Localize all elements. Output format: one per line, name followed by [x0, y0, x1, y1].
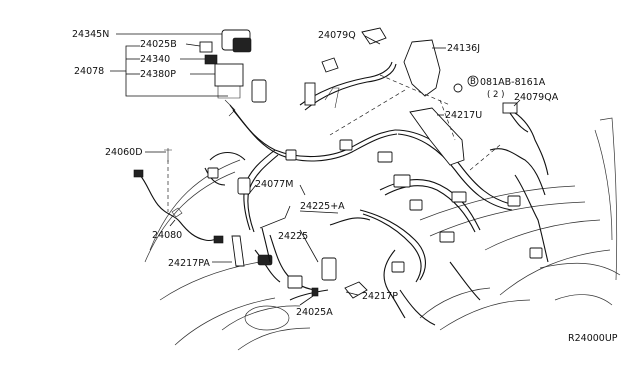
- label-24217PA: 24217PA: [168, 258, 210, 269]
- fuse-holder-24340: [204, 54, 218, 65]
- bracket-24136J: [403, 39, 441, 97]
- label-24079Q: 24079Q: [318, 30, 356, 41]
- relay-body: [232, 37, 252, 53]
- label-24060D: 24060D: [105, 147, 143, 158]
- bracket-24217P: [344, 281, 368, 299]
- label-bolt-qty: ( 2 ): [487, 90, 504, 100]
- vehicle-body-outline: [144, 117, 621, 351]
- bracket-24217PA: [231, 235, 245, 267]
- label-24217P: 24217P: [362, 291, 398, 302]
- bolt-24060D: [164, 148, 172, 162]
- connector-24079Q: [361, 27, 387, 45]
- fuse-block-assembly: [199, 29, 267, 117]
- connector-24225: [321, 257, 337, 281]
- bolt-symbol-icon: [467, 75, 479, 87]
- label-24225: 24225: [278, 231, 308, 242]
- bolt-callout: B 081AB-8161A ( 2 ): [467, 75, 546, 100]
- relay-clip: [304, 82, 316, 106]
- label-24025A: 24025A: [296, 307, 333, 318]
- label-24136J: 24136J: [447, 43, 480, 54]
- reference-lines: [167, 74, 501, 212]
- fuse-24025A: [311, 287, 319, 297]
- diagram-ref-code: R24000UP: [568, 333, 618, 344]
- connector-block: [251, 79, 267, 103]
- connector-24079QA: [502, 102, 518, 114]
- sensor-connector-end: [213, 235, 224, 244]
- label-24079QA: 24079QA: [514, 92, 559, 103]
- fuse-24025B: [199, 41, 213, 53]
- label-24080: 24080: [152, 230, 182, 241]
- engine-room-harness: [204, 61, 549, 326]
- bracket-24217U: [409, 107, 465, 166]
- label-24217U: 24217U: [445, 110, 482, 121]
- label-24225A: 24225+A: [300, 201, 345, 212]
- bracket-24136J-group: [304, 27, 529, 166]
- label-24078: 24078: [74, 66, 104, 77]
- label-24380P: 24380P: [140, 69, 176, 80]
- leader-lines: [110, 33, 521, 306]
- label-bolt-code: 081AB-8161A: [480, 77, 546, 88]
- label-24077M: 24077M: [255, 179, 293, 190]
- sensor-connector: [133, 169, 144, 178]
- sensor-harness-24080: [133, 169, 224, 244]
- bracket-24380P: [214, 63, 244, 87]
- label-24340: 24340: [140, 54, 170, 65]
- central-connectors: [164, 139, 543, 299]
- bolt: [453, 83, 463, 93]
- label-24025B: 24025B: [140, 39, 177, 50]
- part-labels: 24345N 24025B 24340 24078 24380P 24079Q …: [72, 29, 618, 344]
- bolt-symbol: B: [470, 77, 476, 87]
- label-24345N: 24345N: [72, 29, 109, 40]
